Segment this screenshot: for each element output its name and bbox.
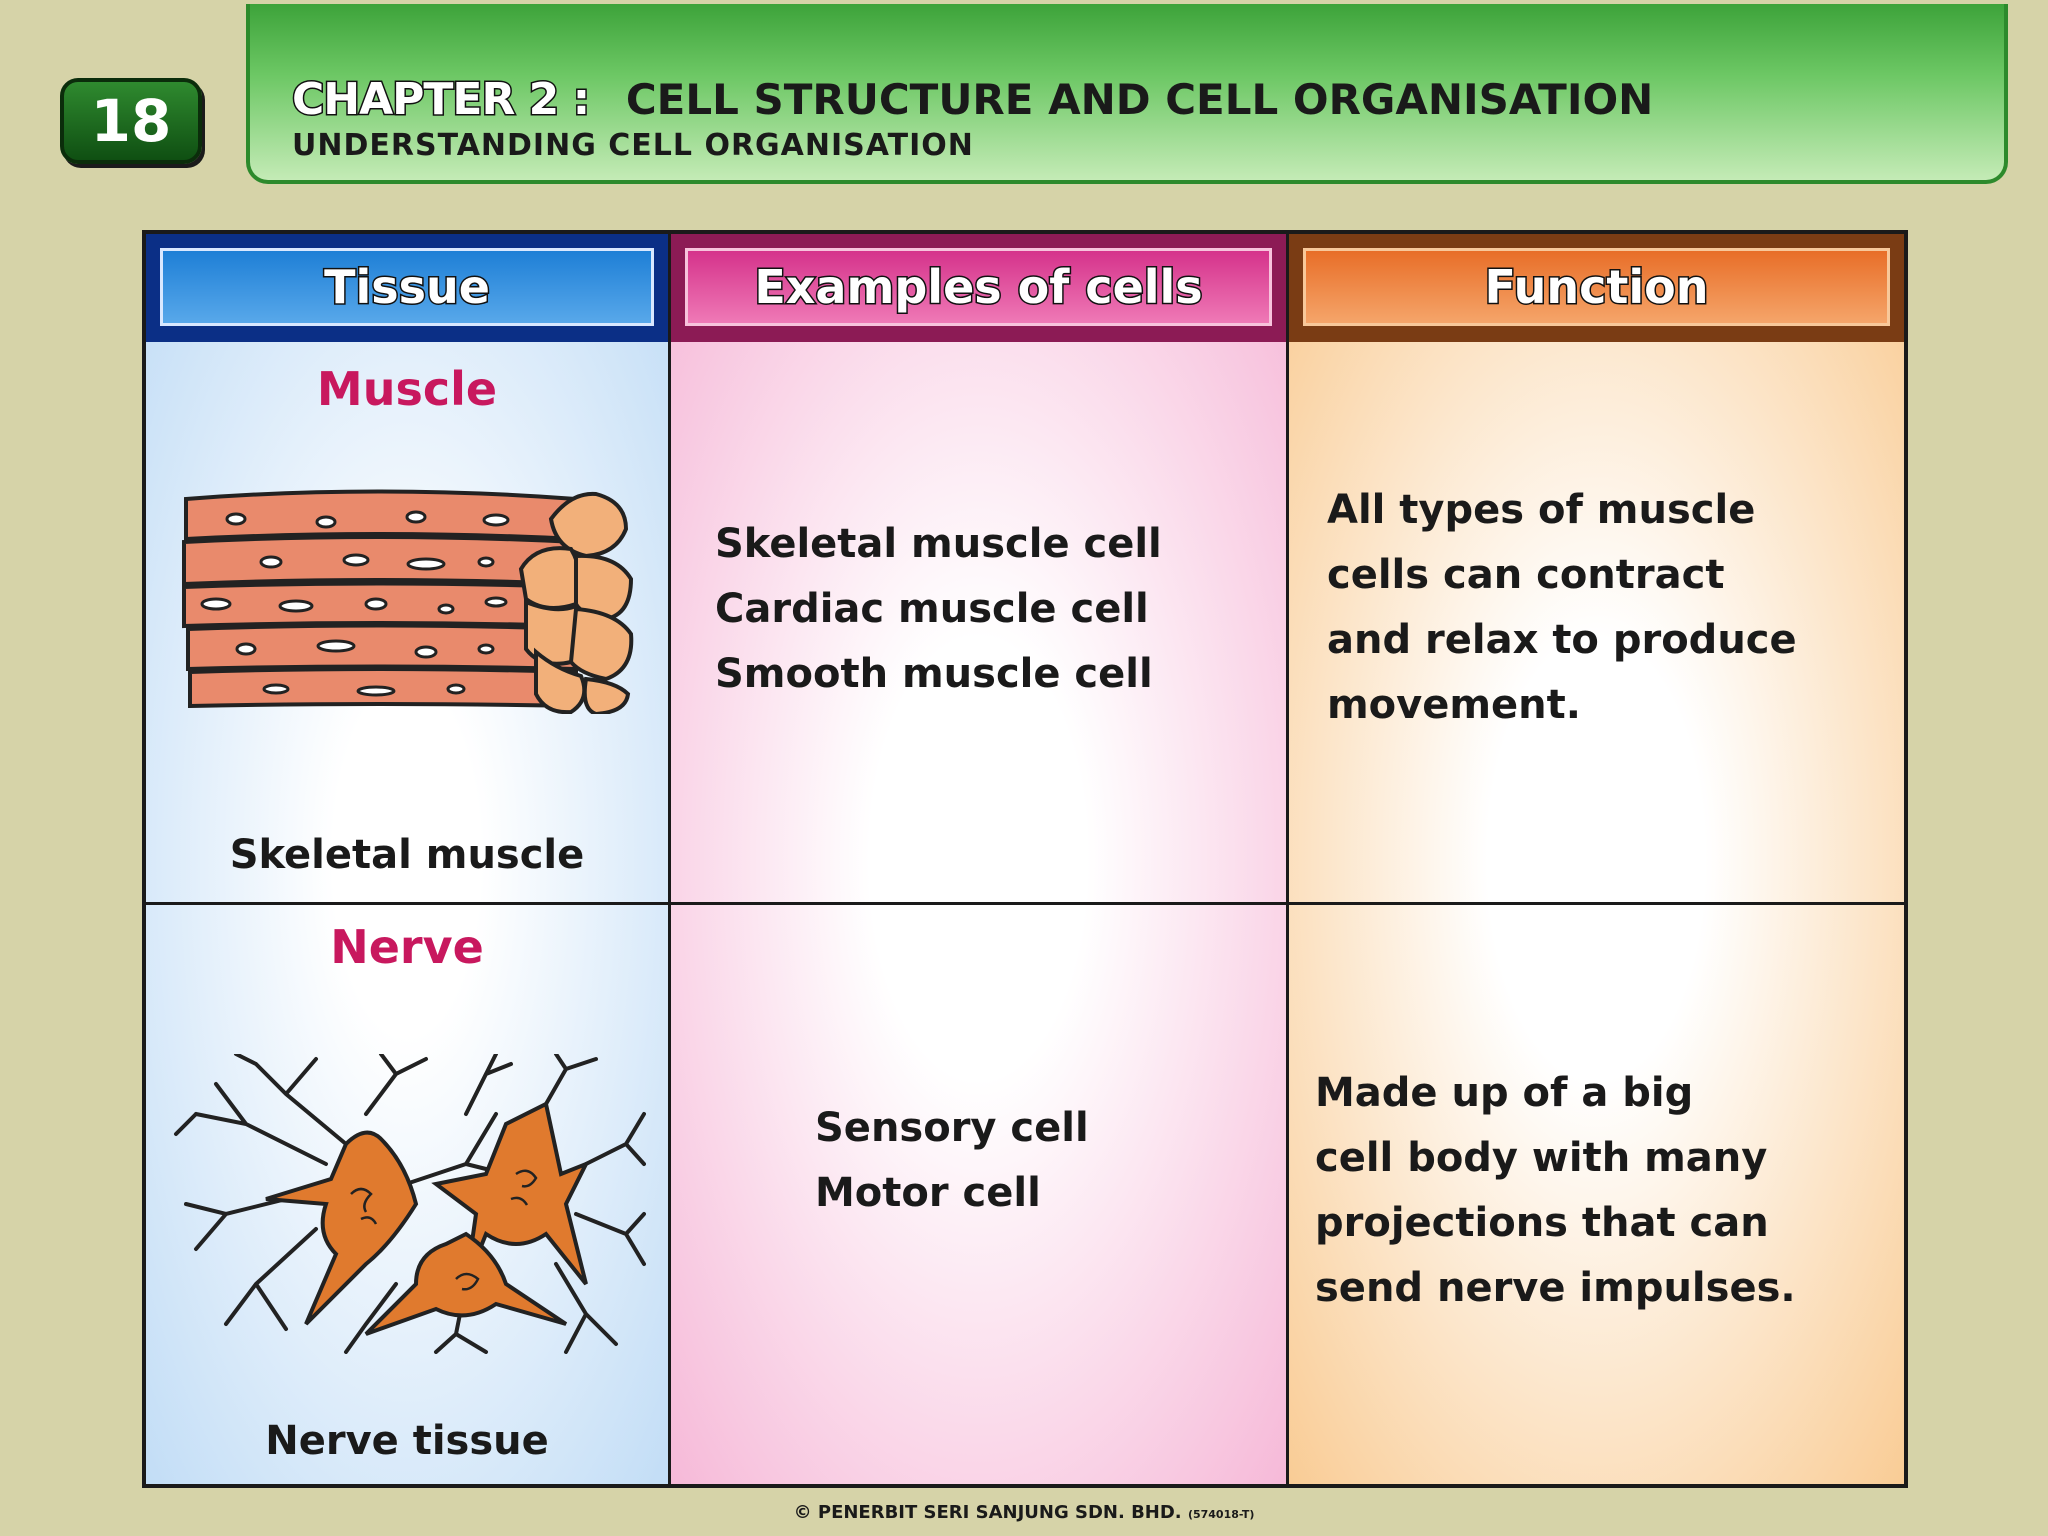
muscle-examples-list: Skeletal muscle cell Cardiac muscle cell… xyxy=(715,512,1286,707)
function-line: cells can contract xyxy=(1327,552,1725,598)
chapter-heading: CHAPTER 2 : CELL STRUCTURE AND CELL ORGA… xyxy=(290,73,1654,127)
function-line: All types of muscle xyxy=(1327,487,1756,533)
list-item: Motor cell xyxy=(815,1170,1041,1216)
muscle-image-caption: Skeletal muscle xyxy=(229,832,585,878)
nerve-image-caption: Nerve tissue xyxy=(265,1418,549,1464)
list-item: Sensory cell xyxy=(815,1105,1089,1151)
function-header-label: Function xyxy=(1303,248,1890,326)
function-line: Made up of a big xyxy=(1315,1070,1694,1116)
examples-column: Examples of cells Skeletal muscle cell C… xyxy=(668,234,1286,1484)
tissue-column: Tissue Muscle xyxy=(146,234,668,1484)
copyright-text: © PENERBIT SERI SANJUNG SDN. BHD. xyxy=(793,1502,1182,1523)
function-line: projections that can xyxy=(1315,1200,1769,1246)
tissue-name-muscle: Muscle xyxy=(316,362,498,416)
function-header: Function xyxy=(1289,234,1904,342)
chapter-subtitle: UNDERSTANDING CELL ORGANISATION xyxy=(292,128,974,163)
list-item: Smooth muscle cell xyxy=(715,651,1153,697)
tissue-header-label: Tissue xyxy=(160,248,654,326)
list-item: Cardiac muscle cell xyxy=(715,586,1149,632)
registration-number: (574018-T) xyxy=(1187,1508,1255,1521)
chapter-label: CHAPTER 2 : xyxy=(290,73,591,127)
function-line: movement. xyxy=(1327,682,1581,728)
copyright-footer: © PENERBIT SERI SANJUNG SDN. BHD. (57401… xyxy=(0,1502,2048,1523)
chapter-banner: CHAPTER 2 : CELL STRUCTURE AND CELL ORGA… xyxy=(246,4,2008,184)
chapter-title: CELL STRUCTURE AND CELL ORGANISATION xyxy=(625,75,1654,124)
list-item: Skeletal muscle cell xyxy=(715,521,1162,567)
nerve-tissue-illustration xyxy=(174,1054,646,1354)
examples-header-label: Examples of cells xyxy=(685,248,1272,326)
page-number-badge: 18 xyxy=(60,78,202,164)
muscle-function-text: All types of muscle cells can contract a… xyxy=(1327,478,1797,738)
function-line: and relax to produce xyxy=(1327,617,1797,663)
function-line: send nerve impulses. xyxy=(1315,1265,1796,1311)
nerve-examples-list: Sensory cell Motor cell xyxy=(815,1096,1286,1226)
function-column: Function All types of muscle cells can c… xyxy=(1286,234,1904,1484)
tissue-header: Tissue xyxy=(146,234,668,342)
nerve-function-text: Made up of a big cell body with many pro… xyxy=(1315,1061,1796,1321)
function-line: cell body with many xyxy=(1315,1135,1768,1181)
skeletal-muscle-illustration xyxy=(182,489,634,714)
tissue-name-nerve: Nerve xyxy=(330,920,484,974)
examples-header: Examples of cells xyxy=(671,234,1286,342)
row-divider xyxy=(146,902,1904,905)
tissue-table: Tissue Muscle xyxy=(142,230,1908,1488)
